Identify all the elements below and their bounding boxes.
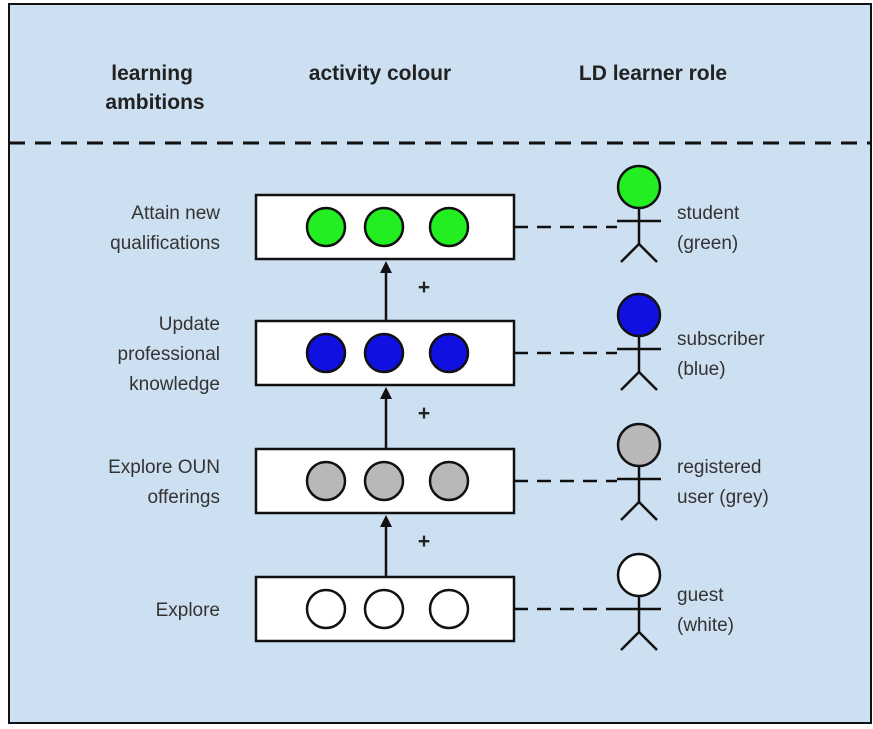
role-figure-leg-right-1 [638, 371, 658, 391]
role-line: user (grey) [677, 487, 769, 508]
progress-arrow-head-1 [380, 387, 392, 399]
activity-dot-2-1 [363, 460, 405, 502]
activity-dot-3-2 [428, 588, 470, 630]
role-figure-head-0 [616, 164, 662, 210]
ambition-label-1: Update professional knowledge [118, 314, 220, 395]
header-ambitions-line-1: learning [111, 62, 193, 85]
progress-arrow-head-0 [380, 261, 392, 273]
ambition-line: professional [118, 344, 220, 365]
role-figure-leg-left-0 [620, 243, 640, 263]
role-label-3: guest (white) [677, 585, 734, 636]
activity-dot-2-0 [305, 460, 347, 502]
role-line: subscriber [677, 329, 765, 350]
activity-dot-1-1 [363, 332, 405, 374]
plus-sign-0: + [418, 276, 430, 299]
plus-sign-1: + [418, 402, 430, 425]
ambition-line: Attain new [131, 203, 220, 224]
ambition-line: Explore OUN [108, 457, 220, 478]
header-activity-colour: activity colour [309, 62, 451, 85]
role-line: registered [677, 457, 762, 478]
role-figure-head-3 [616, 552, 662, 598]
header-ambitions: learning ambitions [105, 62, 204, 114]
header-ambitions-line-2: ambitions [105, 91, 204, 114]
role-figure-leg-right-3 [638, 631, 658, 651]
ambition-label-0: Attain new qualifications [110, 203, 220, 254]
progress-arrow-head-2 [380, 515, 392, 527]
header-ld-learner-role: LD learner role [579, 62, 727, 85]
plus-sign-2: + [418, 530, 430, 553]
activity-dot-0-0 [305, 206, 347, 248]
ambition-label-2: Explore OUN offerings [108, 457, 220, 508]
activity-dot-0-2 [428, 206, 470, 248]
role-line: (blue) [677, 359, 726, 380]
role-label-0: student (green) [677, 203, 740, 254]
role-figure-leg-left-3 [620, 631, 640, 651]
activity-dot-1-0 [305, 332, 347, 374]
ambition-label-3: Explore [156, 600, 220, 621]
activity-dot-1-2 [428, 332, 470, 374]
ambition-line: Explore [156, 600, 220, 621]
role-line: (white) [677, 615, 734, 636]
role-figure-head-2 [616, 422, 662, 468]
role-line: (green) [677, 233, 738, 254]
role-line: student [677, 203, 740, 224]
role-label-1: subscriber (blue) [677, 329, 765, 380]
role-figure-leg-right-0 [638, 243, 658, 263]
activity-dot-2-2 [428, 460, 470, 502]
ambition-line: qualifications [110, 233, 220, 254]
ambition-line: Update [159, 314, 220, 335]
role-figure-head-1 [616, 292, 662, 338]
levels-layer: Attain new qualifications student (green) Up… [108, 164, 769, 651]
role-label-2: registered user (grey) [677, 457, 769, 508]
role-figure-leg-left-2 [620, 501, 640, 521]
role-figure-leg-right-2 [638, 501, 658, 521]
ambition-line: offerings [147, 487, 220, 508]
activity-dot-3-0 [305, 588, 347, 630]
activity-dot-3-1 [363, 588, 405, 630]
role-figure-leg-left-1 [620, 371, 640, 391]
activity-dot-0-1 [363, 206, 405, 248]
ambition-line: knowledge [129, 374, 220, 395]
role-line: guest [677, 585, 724, 606]
